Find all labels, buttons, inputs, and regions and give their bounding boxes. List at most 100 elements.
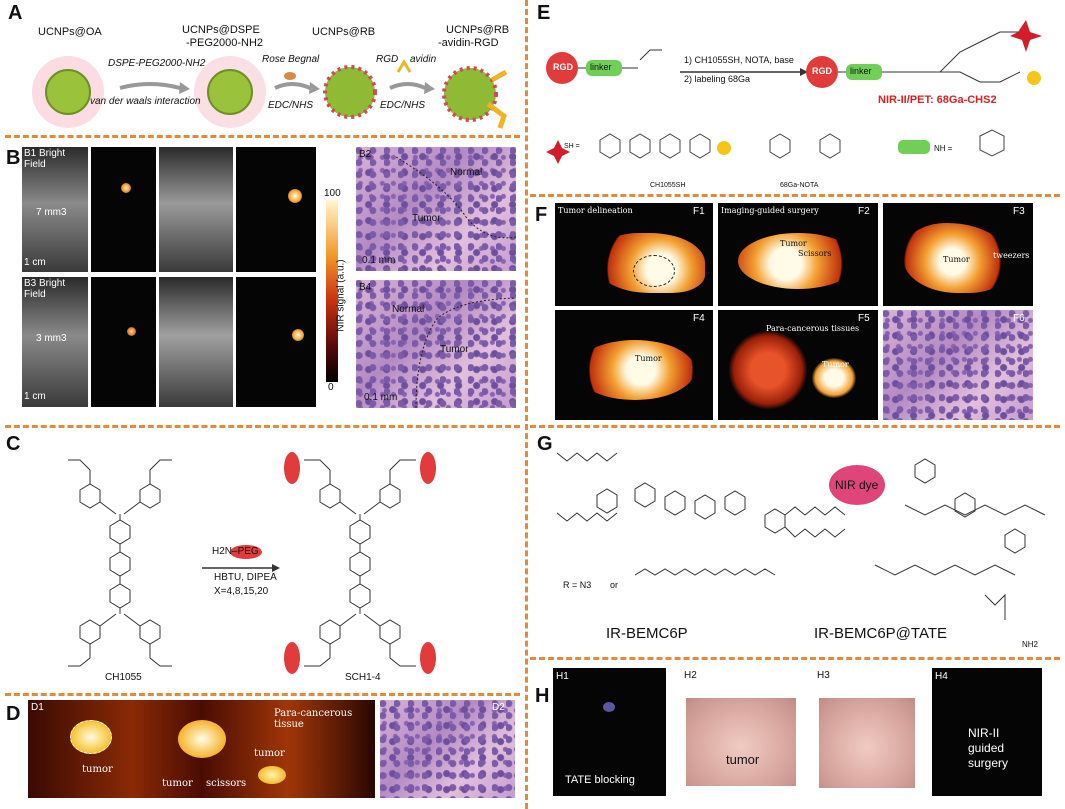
b4-scalebar: 0.1 mm [364,392,398,403]
h1-image: H1 TATE blocking [553,668,666,796]
arrow2-condition: EDC/NHS [268,100,314,111]
f1-title: Tumor delineation [558,206,633,215]
d1-tumor-3: tumor [254,748,285,759]
d1-scissors: scissors [206,778,247,789]
b1-nir-image [91,147,156,272]
b1-scale: 1 cm [24,257,46,268]
e-ch1055sh-name: CH1055SH [650,182,686,189]
f6-label: F6 [1013,313,1025,324]
f2-label: F2 [858,206,870,217]
b3-nir-image [91,277,156,407]
h4-line3: surgery [968,756,1009,770]
panel-label-h: H [535,685,550,707]
b3-scale: 1 cm [24,391,46,402]
panel-label-a: A [8,2,23,24]
f5-image: F5 Para-cancerous tissues Tumor [718,310,878,420]
f2-image: Imaging-guided surgery F2 Tumor Scissors [718,203,878,306]
divider-gh [530,657,1060,660]
f4-image: F4 Tumor [555,310,713,420]
e-linker-right: linker [850,66,872,76]
d1-nir-surgery: D1 tumor tumor scissors tumor Para-cance… [28,700,375,798]
f1-image: Tumor delineation F1 [555,203,713,306]
panel-a: UCNPs@OA UCNPs@DSPE -PEG2000-NH2 UCNPs@R… [20,20,520,132]
g-left-name: IR-BEMC6P [606,625,688,642]
b3-tumor-size: 3 mm3 [36,333,67,344]
colorbar-max: 100 [324,188,341,199]
f5-tumor: Tumor [822,360,849,369]
arrow1-condition: van der waals interaction [90,96,201,107]
divider-fg [530,425,1060,428]
h4-image: H4 NIR-II guided surgery [932,668,1042,796]
stage-ucnps-rb: UCNPs@RB [312,26,376,38]
b1-label: B1 Bright Field [24,148,66,170]
particle-dspe [194,56,266,128]
b3-brightfield-post [159,277,233,407]
b3-nir-post [236,277,316,407]
e-rgd-right: RGD [812,66,832,76]
d1-tumor-2: tumor [162,778,193,789]
particle-oa [32,56,104,128]
b2-scalebar: 0.1 mm [362,255,396,266]
h4-label: H4 [935,671,948,682]
e-nota-name: 68Ga-NOTA [780,182,819,189]
h2-label: H2 [684,670,697,681]
f5-label: F5 [858,313,870,324]
divider-ef [530,194,1060,197]
h2-text: tumor [726,752,760,767]
arrow3-reagent-rgd: RGD [376,54,399,65]
f2-title: Imaging-guided surgery [721,206,819,215]
e-rgd-left: RGD [553,62,573,72]
arrow2-reagent: Rose Begnal [262,54,320,65]
e-nh-label: NH = [934,144,953,153]
g-nh2: NH2 [1022,640,1039,649]
f1-label: F1 [693,206,705,217]
ch1055-scheme [68,452,436,674]
b1-tumor-size: 7 mm3 [36,207,67,218]
d2-histology: D2 [380,700,515,798]
h4-line2: guided [968,741,1005,755]
d2-label: D2 [492,702,505,713]
h3-image: H3 [815,668,920,796]
colorbar-min: 0 [328,382,334,393]
e-product: NIR-II/PET: 68Ga-CHS2 [878,94,997,106]
e-sh-label: SH = [564,143,580,150]
b1-brightfield: B1 Bright Field 7 mm3 1 cm [22,147,88,272]
c-reagent-length: X=4,8,15,20 [214,586,269,597]
panel-label-e: E [537,2,551,24]
b3-brightfield: B3 Bright Field 3 mm3 1 cm [22,277,88,407]
f4-label: F4 [693,313,705,324]
f4-tumor: Tumor [635,354,662,363]
h1-text: TATE blocking [565,774,635,786]
panel-label-b: B [6,147,21,169]
c-reagent-coupling: HBTU, DIPEA [214,572,277,583]
stage-ucnps-oa: UCNPs@OA [38,26,102,38]
b2-histology: B2 Normal Tumor 0.1 mm [356,147,516,271]
panel-label-c: C [6,433,21,455]
b3-label: B3 Bright Field [24,278,66,300]
g-right-name: IR-BEMC6P@TATE [814,625,948,642]
particle-rb [323,65,377,119]
c-reagent-amine: H2N–PEG [212,546,259,557]
particle-rgd [442,66,508,129]
b2-normal: Normal [450,167,483,178]
f3-image: F3 Tumor tweezers [883,203,1033,306]
e-step2: 2) labeling 68Ga [684,74,751,84]
b2-tumor: Tumor [412,213,441,224]
e-linker-left: linker [590,62,612,72]
g-or: or [610,580,619,590]
b4-histology: B4 Normal Tumor 0.1 mm [356,280,516,408]
stage-ucnps-dspe: UCNPs@DSPE [182,24,260,36]
stage-ucnps-rb-avidin: UCNPs@RB [446,24,510,36]
arrow3-condition: EDC/NHS [380,100,426,111]
f6-histology: F6 [883,310,1033,420]
d1-para-cancerous: Para-cancerous tissue [274,708,353,730]
divider-cd [5,693,520,696]
f2-tumor: Tumor [780,239,807,248]
h3-label: H3 [817,670,830,681]
e-scheme [546,20,1042,164]
b4-label: B4 [359,282,372,293]
panel-label-f: F [535,204,548,226]
c-sch-name: SCH1-4 [345,672,381,683]
g-structures [556,452,1046,620]
arrow1-reagent: DSPE-PEG2000-NH2 [108,58,206,69]
